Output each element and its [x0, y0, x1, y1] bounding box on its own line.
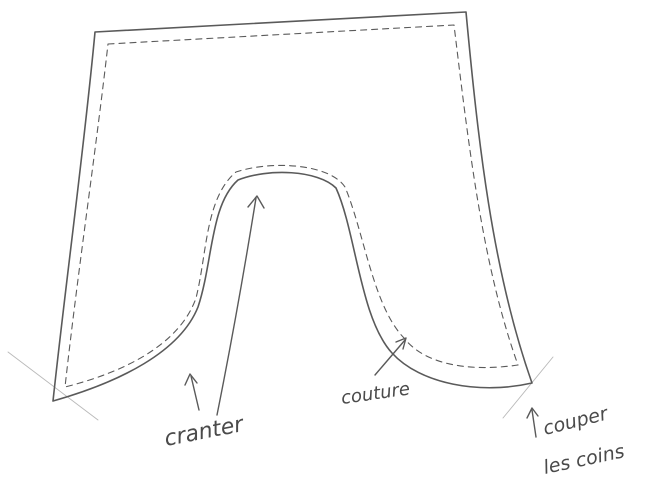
cranter-label: cranter: [162, 412, 247, 452]
left-corner-guide: [7, 351, 99, 421]
cranter-side-arrow: [184, 373, 200, 411]
annotation-arrows: [184, 195, 539, 438]
corner-guide-lines: [7, 351, 554, 421]
cranter-arrow: [216, 195, 265, 416]
pattern-outline: [52, 11, 533, 402]
right-corner-guide: [502, 356, 554, 419]
couture-label: couture: [340, 379, 412, 409]
couture-arrow: [374, 337, 407, 376]
couper-arrow: [526, 407, 539, 438]
couper-label: couper: [541, 402, 611, 440]
seam-line: [64, 24, 519, 388]
les-coins-label: les coins: [541, 440, 626, 479]
